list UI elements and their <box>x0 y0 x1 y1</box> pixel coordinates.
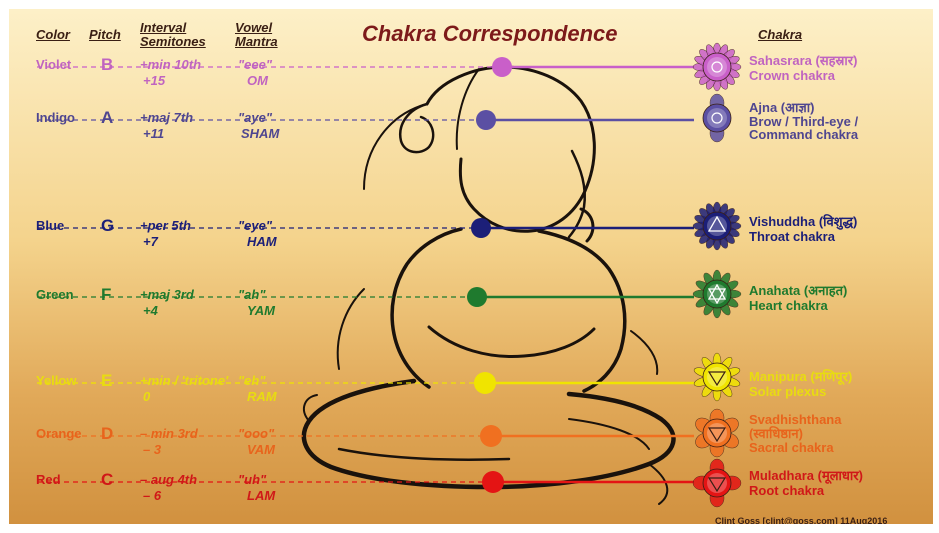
chakra-symbol-icon <box>693 409 742 457</box>
interval-name: – min 3rd <box>140 427 198 441</box>
chakra-symbol-icon <box>693 202 741 250</box>
interval-name: +maj 3rd <box>140 288 194 302</box>
color-name: Green <box>36 288 74 302</box>
chakra-symbol-icon <box>703 94 731 142</box>
chakra-subtitle: Crown chakra <box>749 69 835 82</box>
mantra: VAM <box>247 443 275 457</box>
mantra: OM <box>247 74 268 88</box>
chakra-name: Sahasrara (सहस्रार) <box>749 54 857 68</box>
interval-name: +per 5th <box>140 219 191 233</box>
chakra-symbol-icon <box>693 353 741 401</box>
chakra-symbol-icon <box>693 270 741 318</box>
chakra-name: Anahata (अनाहत) <box>749 284 847 298</box>
chakra-dot <box>482 471 504 493</box>
chakra-subtitle: Root chakra <box>749 484 824 497</box>
chakra-name: Ajna (आज्ञा) <box>749 101 814 115</box>
chakra-name: Manipura (मणिपूर) <box>749 370 852 384</box>
semitones: 0 <box>143 390 150 404</box>
chakra-name: Svadhishthana (स्वाधिष्ठान) <box>749 413 841 441</box>
page-title: Chakra Correspondence <box>362 21 618 47</box>
interval-name: +min / 'tritone' <box>140 374 228 388</box>
chakra-dot <box>467 287 487 307</box>
mantra: HAM <box>247 235 277 249</box>
pitch-letter: G <box>101 217 114 235</box>
chakra-dot <box>471 218 491 238</box>
interval-name: – aug 4th <box>140 473 197 487</box>
pitch-letter: E <box>101 372 112 390</box>
semitones: +15 <box>143 74 165 88</box>
color-name: Yellow <box>36 374 76 388</box>
vowel: "ah" <box>238 288 266 302</box>
pitch-letter: D <box>101 425 113 443</box>
header-color: Color <box>36 28 70 42</box>
color-name: Red <box>36 473 61 487</box>
chakra-subtitle: Brow / Third-eye / Command chakra <box>749 115 858 141</box>
color-name: Indigo <box>36 111 75 125</box>
chakra-dot <box>492 57 512 77</box>
semitones: – 3 <box>143 443 161 457</box>
chakra-dots <box>467 57 512 493</box>
mantra: LAM <box>247 489 275 503</box>
vowel: "aye" <box>238 111 272 125</box>
header-vowel: Vowel Mantra <box>235 21 278 49</box>
mantra: RAM <box>247 390 277 404</box>
row-guides <box>37 67 694 482</box>
vowel: "eh" <box>238 374 266 388</box>
chakra-name: Vishuddha (विशुद्ध) <box>749 215 857 229</box>
vowel: "eee" <box>238 58 272 72</box>
diagram-panel: Color Pitch Interval Semitones Vowel Man… <box>9 9 933 524</box>
vowel: "uh" <box>238 473 266 487</box>
semitones: – 6 <box>143 489 161 503</box>
chakra-subtitle: Solar plexus <box>749 385 826 398</box>
interval-name: +maj 7th <box>140 111 193 125</box>
chakra-subtitle: Sacral chakra <box>749 441 834 454</box>
vowel: "ooo" <box>238 427 274 441</box>
pitch-letter: C <box>101 471 113 489</box>
credit-line: Clint Goss [clint@goss.com] 11Aug2016 <box>715 516 887 524</box>
vowel: "eye" <box>238 219 272 233</box>
chakra-icons <box>693 43 742 507</box>
header-interval: Interval Semitones <box>140 21 206 49</box>
chakra-dot <box>474 372 496 394</box>
chakra-dot <box>476 110 496 130</box>
mantra: SHAM <box>241 127 279 141</box>
chakra-symbol-icon <box>693 459 741 507</box>
header-chakra: Chakra <box>758 28 802 42</box>
semitones: +11 <box>143 127 164 141</box>
color-name: Orange <box>36 427 82 441</box>
header-pitch: Pitch <box>89 28 121 42</box>
semitones: +7 <box>143 235 158 249</box>
pitch-letter: B <box>101 56 113 74</box>
chakra-subtitle: Heart chakra <box>749 299 828 312</box>
mantra: YAM <box>247 304 275 318</box>
chakra-subtitle: Throat chakra <box>749 230 835 243</box>
pitch-letter: A <box>101 109 113 127</box>
color-name: Violet <box>36 58 71 72</box>
color-name: Blue <box>36 219 64 233</box>
pitch-letter: F <box>101 286 111 304</box>
semitones: +4 <box>143 304 158 318</box>
chakra-name: Muladhara (मूलाधार) <box>749 469 863 483</box>
chakra-dot <box>480 425 502 447</box>
chakra-symbol-icon <box>693 43 741 91</box>
interval-name: +min 10th <box>140 58 201 72</box>
